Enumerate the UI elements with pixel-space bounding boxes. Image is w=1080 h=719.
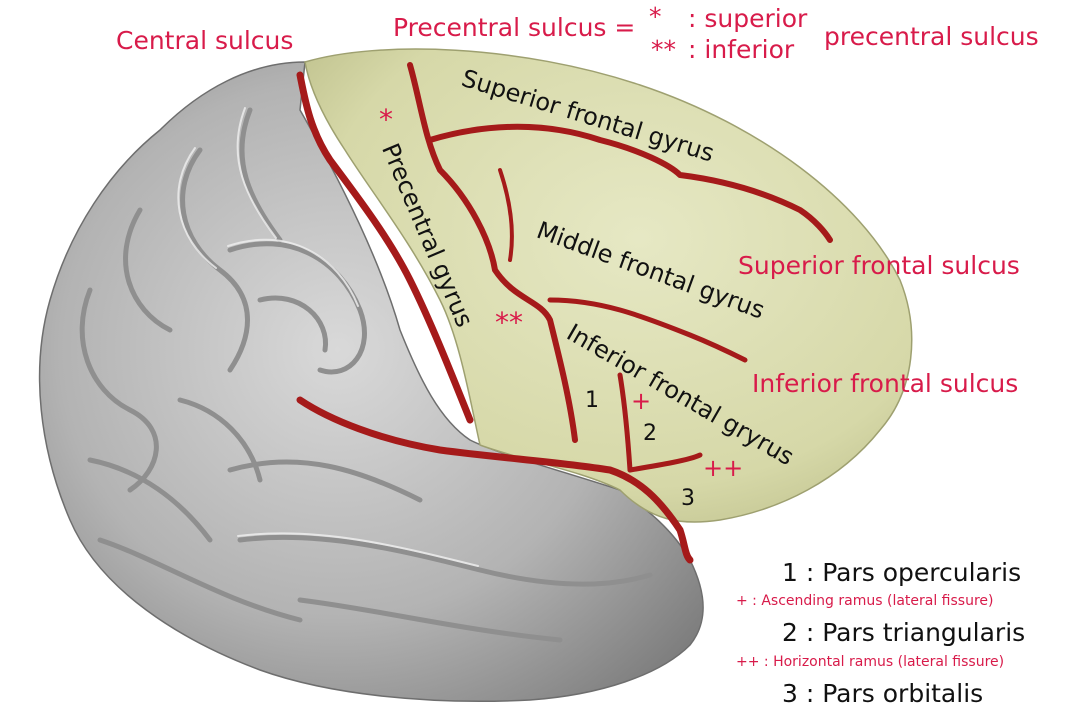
superior-precentral-marker: * bbox=[379, 103, 393, 136]
legend-horizontal-ramus: ++ : Horizontal ramus (lateral fissure) bbox=[736, 654, 1005, 670]
horizontal-ramus-marker: ++ bbox=[703, 454, 744, 482]
legend-pars-opercularis: 1 : Pars opercularis bbox=[782, 558, 1022, 587]
legend-pars-triangularis: 2 : Pars triangularis bbox=[782, 618, 1026, 647]
gyri-texture bbox=[79, 107, 653, 643]
double-star-meaning: : inferior bbox=[688, 35, 795, 64]
central-sulcus-label: Central sulcus bbox=[116, 26, 294, 55]
precentral-sulcus-suffix: precentral sulcus bbox=[824, 22, 1039, 51]
superior-frontal-sulcus-label: Superior frontal sulcus bbox=[738, 251, 1020, 280]
precentral-sulcus-label: Precentral sulcus = bbox=[393, 13, 636, 42]
legend-ascending-ramus: + : Ascending ramus (lateral fissure) bbox=[736, 593, 994, 609]
pars-opercularis-number: 1 bbox=[585, 388, 599, 413]
superior-frontal-sulcus-line bbox=[427, 123, 833, 243]
inferior-frontal-sulcus-label: Inferior frontal sulcus bbox=[752, 369, 1019, 398]
inferior-frontal-sulcus-line bbox=[547, 297, 748, 363]
pars-orbitalis-number: 3 bbox=[681, 486, 695, 511]
star-meaning: : superior bbox=[688, 4, 808, 33]
sulci bbox=[296, 62, 833, 564]
inferior-precentral-marker: ** bbox=[495, 306, 523, 339]
double-star-symbol: ** bbox=[651, 35, 676, 64]
legend-pars-orbitalis: 3 : Pars orbitalis bbox=[782, 679, 984, 708]
sylvian-line bbox=[296, 396, 694, 564]
star-symbol: * bbox=[649, 2, 662, 31]
brain-hemisphere bbox=[38, 61, 704, 702]
frontal-lobe bbox=[304, 48, 913, 523]
pars-triangularis-number: 2 bbox=[643, 421, 657, 446]
ascending-ramus-marker: + bbox=[631, 387, 652, 415]
central-sulcus-line bbox=[296, 71, 474, 424]
